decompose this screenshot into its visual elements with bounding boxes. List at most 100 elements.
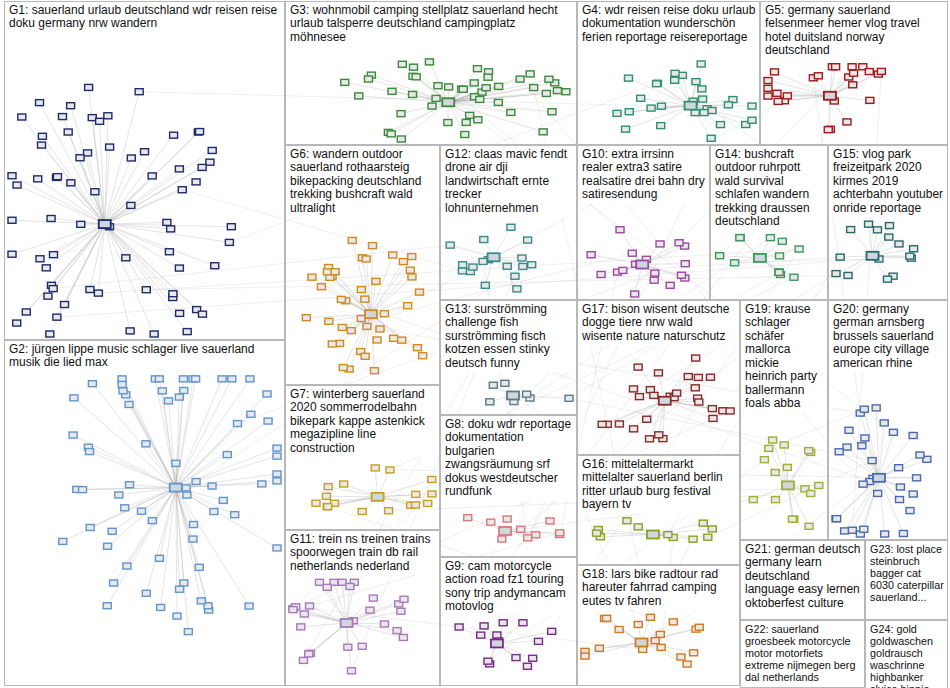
group-title: G22: sauerland groesbeek motorcycle moto… bbox=[741, 621, 864, 685]
vertex-icon bbox=[790, 274, 798, 280]
vertex-icon bbox=[469, 264, 477, 270]
group-box: G8: doku wdr reportage dokumentation bul… bbox=[440, 415, 577, 557]
vertex-icon bbox=[519, 620, 527, 626]
vertex-icon bbox=[899, 530, 907, 536]
vertex-icon bbox=[479, 258, 487, 264]
vertex-icon bbox=[246, 376, 254, 382]
tie-line bbox=[639, 274, 836, 397]
vertex-icon bbox=[218, 376, 226, 382]
vertex-icon bbox=[412, 74, 420, 80]
vertex-icon bbox=[695, 624, 703, 630]
vertex-icon bbox=[562, 89, 570, 95]
vertex-icon bbox=[273, 478, 281, 484]
vertex-icon bbox=[704, 534, 712, 540]
tie-line bbox=[98, 224, 104, 293]
vertex-icon bbox=[94, 290, 102, 296]
group-box: G14: bushcraft outdoor ruhrpott wald sur… bbox=[710, 145, 828, 300]
vertex-icon bbox=[104, 543, 112, 549]
tie-line bbox=[176, 448, 277, 487]
vertex-icon bbox=[512, 655, 520, 661]
tie-line bbox=[176, 488, 277, 548]
vertex-icon bbox=[637, 95, 645, 101]
vertex-icon bbox=[196, 129, 204, 135]
vertex-icon bbox=[534, 638, 542, 644]
tie-line bbox=[176, 488, 209, 610]
vertex-icon bbox=[699, 96, 707, 102]
vertex-icon bbox=[346, 583, 354, 589]
tie-line bbox=[712, 111, 914, 249]
vertex-icon bbox=[322, 493, 330, 499]
vertex-icon bbox=[180, 580, 188, 586]
vertex-icon bbox=[597, 271, 605, 277]
vertex-icon bbox=[795, 246, 803, 252]
vertex-icon bbox=[480, 237, 488, 243]
vertex-icon bbox=[695, 399, 703, 405]
tie-line bbox=[12, 176, 105, 224]
hub-icon bbox=[659, 397, 671, 405]
vertex-icon bbox=[616, 227, 624, 233]
tie-line bbox=[380, 329, 860, 413]
vertex-icon bbox=[832, 64, 840, 70]
tie-line bbox=[105, 182, 196, 224]
tie-line bbox=[176, 488, 208, 606]
vertex-icon bbox=[653, 80, 661, 86]
tie-line bbox=[176, 488, 202, 601]
vertex-icon bbox=[459, 86, 467, 92]
tie-line bbox=[641, 642, 693, 652]
vertex-icon bbox=[774, 98, 782, 104]
vertex-icon bbox=[18, 114, 26, 120]
hub-icon bbox=[685, 102, 697, 110]
tie-line bbox=[105, 135, 174, 224]
vertex-icon bbox=[38, 133, 46, 139]
vertex-icon bbox=[108, 528, 116, 534]
vertex-icon bbox=[493, 632, 501, 638]
vertex-icon bbox=[764, 93, 772, 99]
tie-line bbox=[845, 478, 879, 531]
vertex-icon bbox=[778, 238, 786, 244]
vertex-icon bbox=[671, 70, 679, 76]
vertex-icon bbox=[142, 441, 150, 447]
vertex-icon bbox=[263, 391, 271, 397]
vertex-icon bbox=[315, 579, 323, 585]
vertex-icon bbox=[380, 621, 388, 627]
group-title: G6: wandern outdoor sauerland rothaarste… bbox=[286, 146, 439, 217]
hub-icon bbox=[866, 252, 878, 260]
vertex-icon bbox=[868, 458, 876, 464]
hub-icon bbox=[170, 484, 182, 492]
tie-line bbox=[534, 88, 656, 641]
vertex-icon bbox=[708, 526, 716, 532]
vertex-icon bbox=[524, 237, 532, 243]
vertex-icon bbox=[694, 374, 702, 380]
hub-icon bbox=[442, 98, 454, 106]
vertex-icon bbox=[432, 95, 440, 101]
vertex-icon bbox=[347, 668, 355, 674]
tie-line bbox=[296, 411, 730, 607]
vertex-icon bbox=[434, 83, 442, 89]
vertex-icon bbox=[542, 90, 550, 96]
vertex-icon bbox=[484, 74, 492, 80]
vertex-icon bbox=[646, 436, 654, 442]
vertex-icon bbox=[53, 174, 61, 180]
vertex-icon bbox=[86, 287, 94, 293]
tie-line bbox=[391, 102, 448, 134]
vertex-icon bbox=[398, 61, 406, 67]
vertex-icon bbox=[49, 252, 57, 258]
tie-lines bbox=[12, 62, 927, 671]
vertex-icon bbox=[848, 527, 856, 533]
tie-line bbox=[371, 277, 412, 314]
vertex-icon bbox=[519, 263, 527, 269]
vertex-icon bbox=[121, 505, 129, 511]
tie-line bbox=[852, 478, 879, 530]
vertex-icon bbox=[613, 110, 621, 116]
tie-line bbox=[569, 398, 872, 460]
vertex-icon bbox=[223, 452, 231, 458]
tie-line bbox=[112, 488, 176, 532]
vertex-icon bbox=[539, 129, 547, 135]
vertex-icon bbox=[399, 634, 407, 640]
vertex-icon bbox=[764, 78, 772, 84]
tie-line bbox=[105, 224, 173, 297]
vertex-icon bbox=[634, 622, 642, 628]
group-box: G24: gold goldwaschen goldrausch waschri… bbox=[865, 620, 948, 688]
tie-line bbox=[327, 497, 377, 507]
vertex-icon bbox=[167, 226, 175, 232]
